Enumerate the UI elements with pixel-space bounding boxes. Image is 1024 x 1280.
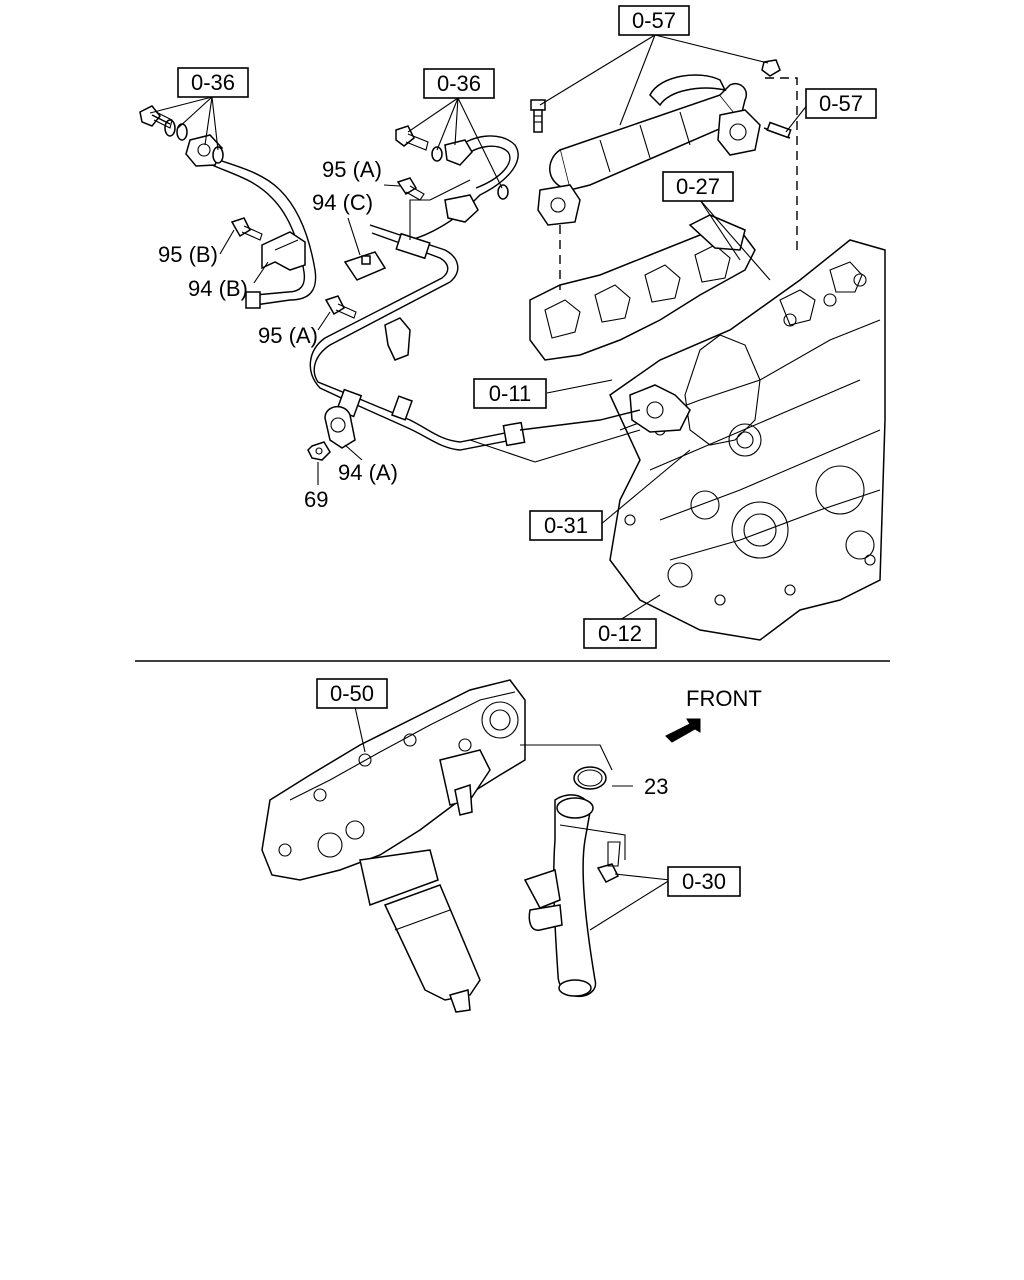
bolt-icon <box>324 295 357 319</box>
svg-text:0-36: 0-36 <box>191 70 235 95</box>
part-label-94c: 94 (C) <box>312 190 373 215</box>
ref-label-036-left: 0-36 <box>177 67 249 98</box>
bolt-icon <box>596 841 621 883</box>
part-label-95a-top: 95 (A) <box>322 157 382 182</box>
water-pipe <box>523 794 597 998</box>
exhaust-manifold <box>529 214 756 361</box>
stud-icon <box>763 121 792 139</box>
arrow-icon <box>665 718 701 743</box>
svg-text:0-27: 0-27 <box>676 174 720 199</box>
oil-filter <box>359 849 481 1013</box>
ref-label-036-right: 0-36 <box>423 68 495 99</box>
banjo-bolt-icon <box>139 105 173 129</box>
ref-label-011: 0-11 <box>473 378 547 409</box>
part-label-95b: 95 (B) <box>158 242 218 267</box>
clamp-94c <box>343 251 387 281</box>
fuel-pipe <box>309 224 526 451</box>
clamp-94a <box>324 406 356 449</box>
front-label: FRONT <box>686 686 762 711</box>
leader-lines-bottom <box>354 706 671 931</box>
ref-label-050: 0-50 <box>316 678 388 709</box>
nut-icon <box>761 59 781 77</box>
engine-block <box>609 239 886 641</box>
leader-lines-top <box>149 34 809 621</box>
nut-icon <box>307 441 331 461</box>
svg-text:0-57: 0-57 <box>819 91 863 116</box>
svg-text:0-31: 0-31 <box>544 513 588 538</box>
part-label-95a-mid: 95 (A) <box>258 323 318 348</box>
ref-label-030: 0-30 <box>667 866 741 897</box>
svg-text:0-36: 0-36 <box>437 71 481 96</box>
ref-label-057-right: 0-57 <box>805 88 877 119</box>
ref-label-031: 0-31 <box>529 510 603 541</box>
svg-text:0-11: 0-11 <box>489 381 531 406</box>
oil-pipe-right <box>409 135 519 241</box>
part-label-23: 23 <box>644 774 668 799</box>
bolt-icon <box>230 217 263 241</box>
egr-cooler <box>537 74 761 226</box>
part-label-69: 69 <box>304 487 328 512</box>
water-outlet <box>629 384 691 433</box>
svg-text:0-30: 0-30 <box>682 869 726 894</box>
clamp-94b <box>261 231 306 271</box>
oil-cooler-assembly <box>261 679 526 881</box>
washer-icon <box>431 146 509 200</box>
ref-label-027: 0-27 <box>662 171 734 202</box>
part-label-94b: 94 (B) <box>188 276 248 301</box>
svg-text:0-12: 0-12 <box>598 621 642 646</box>
part-label-94a: 94 (A) <box>338 460 398 485</box>
o-ring <box>573 766 607 790</box>
svg-text:0-57: 0-57 <box>632 8 676 33</box>
leak-off-pipe <box>519 409 641 431</box>
bolt-icon <box>396 177 425 201</box>
ref-label-012: 0-12 <box>583 618 657 649</box>
svg-text:0-50: 0-50 <box>330 681 374 706</box>
bolt-icon <box>530 99 546 133</box>
ref-label-057-top: 0-57 <box>618 5 690 36</box>
